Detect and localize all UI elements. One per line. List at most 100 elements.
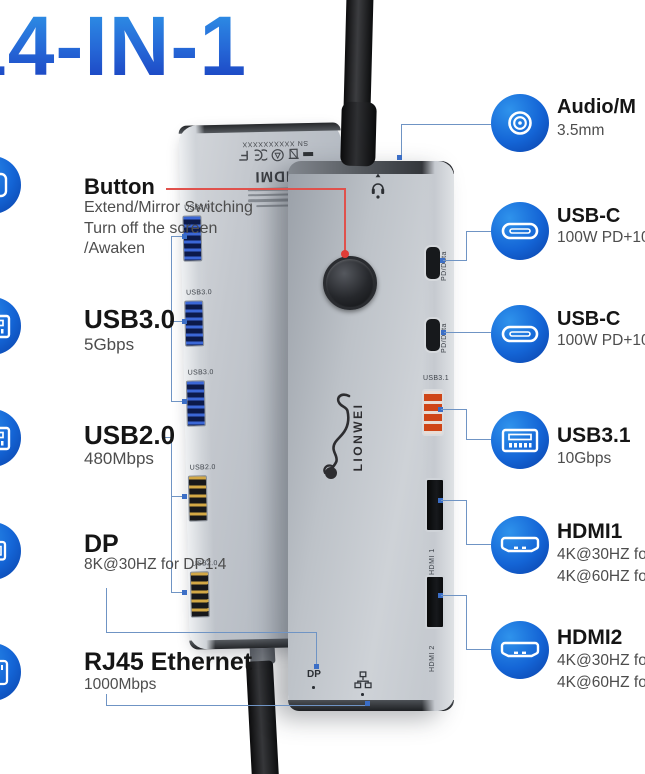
callout-sub: 3.5mm <box>557 122 605 139</box>
hdmi2-line-v <box>466 595 467 650</box>
callout-sub: 100W PD+100 <box>557 229 645 246</box>
front-device-top-edge <box>288 161 454 174</box>
button-callout-icon <box>0 156 21 214</box>
callout-sub: Extend/Mirror Switching <box>84 199 253 216</box>
displayport-icon <box>0 540 7 561</box>
callout-title-hdmi1: HDMI1 <box>557 520 623 543</box>
page-title: 14-IN-1 <box>0 4 247 88</box>
dp-line-h <box>106 632 317 633</box>
usbc1-line-h1 <box>443 260 467 261</box>
audio-callout-icon <box>491 94 549 152</box>
callout-sub: 10Gbps <box>557 450 612 467</box>
usbc1-line-h2 <box>466 231 491 232</box>
usb31-callout-icon <box>491 411 549 469</box>
usb-a-icon <box>501 428 539 453</box>
usb3-port-label: USB3.0 <box>187 369 214 377</box>
dp-pinhole <box>312 686 315 689</box>
cable-strain-relief-top <box>340 101 377 167</box>
callout-sub: /Awaken <box>84 240 146 257</box>
callout-title-audio: Audio/M <box>557 96 636 118</box>
callout-title-usbc2: USB-C <box>557 308 621 330</box>
line-dot <box>440 258 445 263</box>
ce-mark-icon <box>254 149 268 162</box>
extend-mirror-button[interactable] <box>323 256 377 310</box>
hdmi-icon <box>500 641 540 658</box>
usb31-line-v <box>466 409 467 440</box>
callout-sub: 4K@30HZ for <box>557 652 645 669</box>
usb2-callout-icon <box>0 409 21 467</box>
audio-line-v <box>401 124 402 157</box>
usb3-port-label: USB3.0 <box>185 289 213 297</box>
usbc-port-label: PD/Data <box>441 323 448 353</box>
usb2-port-2 <box>189 571 210 618</box>
headset-icon <box>371 173 385 199</box>
usb-a-icon <box>0 426 11 451</box>
line-dot <box>182 494 187 499</box>
callout-title-hdmi2: HDMI2 <box>557 626 623 649</box>
line-dot <box>182 234 187 239</box>
hdmi-port-1 <box>425 478 445 532</box>
brand-text: LIONWEI <box>351 403 365 472</box>
usb3-port-3 <box>185 380 206 427</box>
regulatory-print: HDMI SN XXX <box>223 139 328 210</box>
callout-sub: 4K@60HZ for <box>557 568 645 585</box>
button-line-dot <box>341 250 349 258</box>
button-line-h <box>166 188 345 190</box>
recycle-icon <box>271 149 284 162</box>
callout-title-usb3: USB3.0 <box>84 304 176 334</box>
usbc-port-2 <box>424 317 442 353</box>
line-dot <box>438 407 443 412</box>
callout-title-usbc1: USB-C <box>557 205 621 227</box>
usb3-bracket <box>171 236 172 402</box>
callout-title-usb31: USB3.1 <box>557 424 631 447</box>
callout-title-dp: DP <box>84 530 119 558</box>
line-dot <box>365 701 370 706</box>
button-icon <box>0 172 8 198</box>
callout-sub: 8K@30HZ for DP1.4 <box>84 556 227 573</box>
hdmi1-line-h1 <box>441 500 467 501</box>
button-line-v <box>344 188 346 252</box>
callout-sub: 1000Mbps <box>84 676 157 693</box>
dock-front-view: LIONWEI PD/Data PD/Data USB3.1 HDMI 1 HD… <box>288 161 454 711</box>
ethernet-icon <box>354 671 372 689</box>
usb-cable-bottom <box>245 660 280 774</box>
rj45-icon <box>0 659 9 686</box>
rj45-callout-icon <box>0 643 21 701</box>
rj45-line-v <box>106 694 107 706</box>
usb31-port-label: USB3.1 <box>423 375 449 382</box>
hdmi-port-2 <box>425 575 445 629</box>
hdmi1-line-h2 <box>466 544 491 545</box>
callout-title-button: Button <box>84 174 155 199</box>
ethernet-pinhole <box>361 693 364 696</box>
line-dot <box>397 155 402 160</box>
callout-sub: Turn off the screen <box>84 220 218 237</box>
usbc1-callout-icon <box>491 202 549 260</box>
usb31-port <box>422 389 444 436</box>
usb3-stub1 <box>171 236 184 237</box>
hdmi2-callout-icon <box>491 621 549 679</box>
usb2-port-label: USB2.0 <box>189 464 216 472</box>
hdmi1-port-label: HDMI 1 <box>429 548 436 575</box>
line-dot <box>438 498 443 503</box>
line-dot <box>438 593 443 598</box>
line-dot <box>314 664 319 669</box>
usbc-port-1 <box>424 245 442 281</box>
usb3-callout-icon <box>0 297 21 355</box>
hdmi2-port-label: HDMI 2 <box>429 645 436 672</box>
certification-icons <box>237 148 314 163</box>
hdmi1-line-v <box>466 500 467 545</box>
usb2-stub1 <box>171 496 184 497</box>
usb2-line <box>164 437 172 438</box>
dock-back-view: HDMI SN XXX <box>178 122 352 650</box>
dp-line-v2 <box>316 632 317 666</box>
usbc2-callout-icon <box>491 305 549 363</box>
fcc-mark-icon <box>239 151 249 162</box>
usb31-line-h1 <box>441 409 467 410</box>
line-dot <box>441 330 446 335</box>
callout-sub: 100W PD+100 <box>557 332 645 349</box>
usb2-bracket <box>171 437 172 593</box>
serial-number: SN XXXXXXXXXX <box>241 139 309 148</box>
dp-port-label: DP <box>307 669 321 680</box>
usb3-line <box>170 321 186 322</box>
